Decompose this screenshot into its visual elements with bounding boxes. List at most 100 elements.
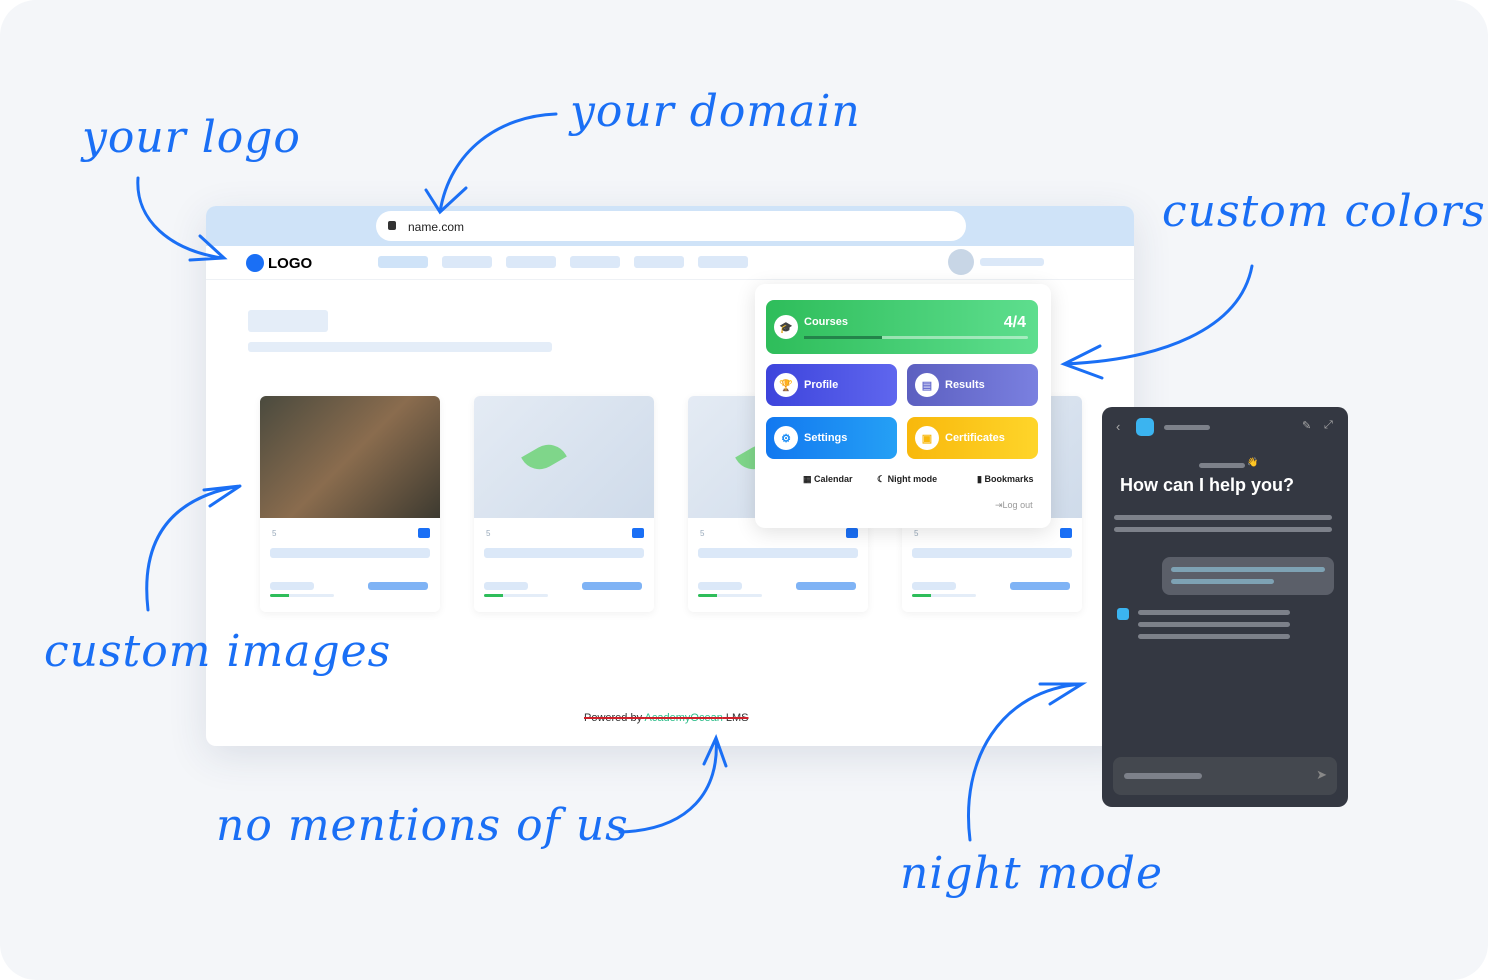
message-line: [1114, 527, 1332, 532]
card-button[interactable]: [582, 582, 642, 590]
page-title: [248, 310, 328, 332]
nav-item[interactable]: [570, 256, 620, 268]
annotation-domain: your domain: [570, 86, 861, 137]
page-subtitle: [248, 342, 552, 352]
address-bar[interactable]: name.com: [376, 211, 966, 241]
results-label: Results: [945, 379, 985, 391]
nav-item[interactable]: [698, 256, 748, 268]
card-title: [484, 548, 644, 558]
logout-label: Log out: [1002, 500, 1033, 510]
night-mode-link[interactable]: ☾ Night mode: [877, 474, 937, 485]
view-count: 5: [272, 529, 277, 538]
user-menu-popup: 🎓 Courses 4/4 🏆 Profile ▤ Results ⚙ Settings…: [755, 284, 1051, 528]
bot-message-line: [1138, 622, 1290, 627]
gear-icon: ⚙: [774, 426, 798, 450]
moon-icon: ☾: [877, 474, 888, 484]
nav-item[interactable]: [506, 256, 556, 268]
courses-progress: [804, 336, 1028, 339]
trophy-icon: 🏆: [774, 373, 798, 397]
annotation-images: custom images: [44, 626, 392, 677]
send-icon[interactable]: ➤: [1316, 767, 1327, 782]
certificates-label: Certificates: [945, 432, 1005, 444]
site-nav: LOGO: [206, 246, 1134, 280]
card-meta: [698, 582, 742, 590]
graduation-cap-icon: 🎓: [774, 315, 798, 339]
course-card[interactable]: 5: [260, 396, 440, 612]
card-progress: [912, 594, 976, 597]
calendar-link[interactable]: ▦ Calendar: [803, 474, 853, 485]
calendar-label: Calendar: [814, 474, 853, 484]
courses-label: Courses: [804, 316, 849, 328]
user-message-bubble: [1162, 557, 1334, 595]
card-meta: [270, 582, 314, 590]
certificate-icon: [1060, 528, 1072, 538]
logout-icon: ⇥: [995, 500, 1003, 510]
card-title: [698, 548, 858, 558]
nav-item[interactable]: [442, 256, 492, 268]
logo-text: LOGO: [268, 254, 313, 272]
calendar-icon: ▦: [803, 474, 815, 484]
wave-icon: 👋: [1247, 457, 1259, 467]
expand-icon[interactable]: ⤢: [1324, 419, 1333, 431]
bookmarks-label: Bookmarks: [984, 474, 1034, 484]
certificate-icon: ▣: [915, 426, 939, 450]
card-meta: [484, 582, 528, 590]
annotation-colors: custom colors: [1162, 186, 1486, 237]
lock-icon: [388, 221, 396, 230]
powered-by-footer: Powered by AcademyOcean LMS: [584, 712, 749, 724]
bookmarks-link[interactable]: ▮ Bookmarks: [977, 474, 1033, 485]
card-title: [270, 548, 430, 558]
courses-count: 4/4: [1003, 314, 1026, 331]
certificate-icon: [418, 528, 430, 538]
settings-label: Settings: [804, 432, 848, 444]
logout-link[interactable]: ⇥Log out: [995, 500, 1033, 511]
card-title: [912, 548, 1072, 558]
nav-item[interactable]: [378, 256, 428, 268]
footer-suffix: LMS: [722, 712, 749, 724]
logo-icon: [246, 254, 264, 272]
profile-tile[interactable]: 🏆 Profile: [766, 364, 897, 406]
document-icon: ▤: [915, 373, 939, 397]
site-logo[interactable]: LOGO: [246, 254, 312, 272]
course-image: [260, 396, 440, 518]
card-progress: [270, 594, 334, 597]
course-card[interactable]: 5: [474, 396, 654, 612]
card-button[interactable]: [796, 582, 856, 590]
bot-avatar-icon: [1136, 418, 1154, 436]
bot-message-line: [1138, 610, 1290, 615]
certificate-icon: [632, 528, 644, 538]
course-image: [474, 396, 654, 518]
bookmark-icon: ▮: [977, 474, 985, 484]
results-tile[interactable]: ▤ Results: [907, 364, 1038, 406]
bot-message-line: [1138, 634, 1290, 639]
card-progress: [698, 594, 762, 597]
night-mode-label: Night mode: [887, 474, 938, 484]
annotation-mentions: no mentions of us: [216, 800, 629, 851]
annotation-night: night mode: [900, 848, 1163, 899]
avatar[interactable]: [948, 249, 974, 275]
bot-icon: [1117, 608, 1129, 620]
brand-link: AcademyOcean: [644, 712, 723, 724]
bot-name: [1164, 425, 1210, 430]
browser-topbar: name.com: [206, 206, 1134, 246]
view-count: 5: [914, 529, 919, 538]
annotation-logo: your logo: [82, 112, 301, 163]
chat-widget-dark: ‹ ✎ ⤢ 👋 How can I help you? ➤: [1102, 407, 1348, 807]
chat-title: How can I help you?: [1120, 475, 1295, 495]
profile-label: Profile: [804, 379, 839, 391]
card-button[interactable]: [368, 582, 428, 590]
card-progress: [484, 594, 548, 597]
nav-item[interactable]: [634, 256, 684, 268]
certificates-tile[interactable]: ▣ Certificates: [907, 417, 1038, 459]
message-line: [1114, 515, 1332, 520]
chat-input[interactable]: ➤: [1113, 757, 1337, 795]
back-icon[interactable]: ‹: [1116, 419, 1121, 434]
user-name: [980, 258, 1044, 266]
certificate-icon: [846, 528, 858, 538]
settings-tile[interactable]: ⚙ Settings: [766, 417, 897, 459]
greeting: [1199, 463, 1245, 468]
edit-icon[interactable]: ✎: [1302, 420, 1312, 432]
footer-prefix: Powered by: [584, 712, 645, 724]
card-button[interactable]: [1010, 582, 1070, 590]
courses-tile[interactable]: 🎓 Courses 4/4: [766, 300, 1038, 354]
